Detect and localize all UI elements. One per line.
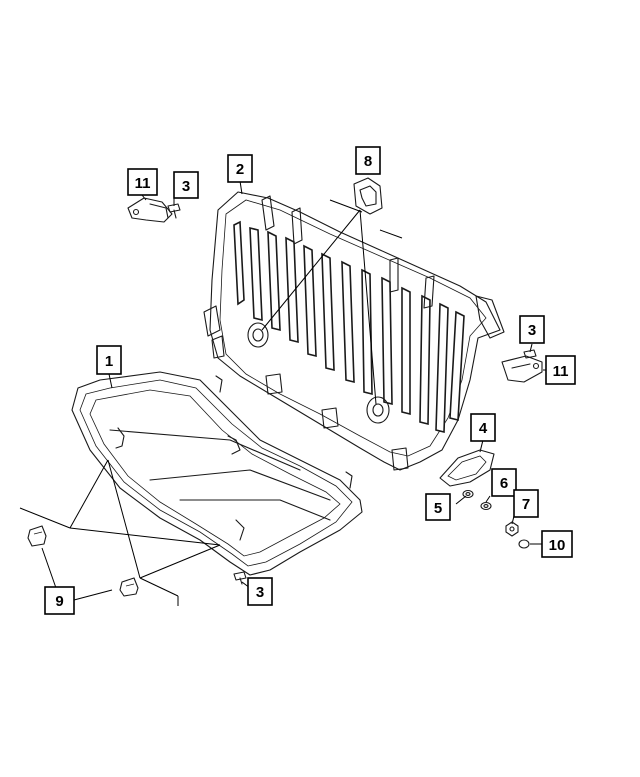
frame-slots xyxy=(233,220,465,434)
callout-label: 3 xyxy=(182,178,190,195)
cap xyxy=(518,539,530,549)
callout-11-top[interactable]: 11 xyxy=(127,168,158,196)
callout-label: 11 xyxy=(135,175,151,192)
screw-top xyxy=(167,203,181,219)
seat-cushion-frame xyxy=(71,371,363,576)
callout-10[interactable]: 10 xyxy=(541,530,573,558)
clip-right xyxy=(119,577,139,597)
callout-label: 3 xyxy=(256,584,264,601)
leader-lines xyxy=(19,180,548,606)
callout-6[interactable]: 6 xyxy=(491,468,517,497)
callout-4[interactable]: 4 xyxy=(470,413,496,442)
callout-label: 11 xyxy=(553,363,569,380)
callout-label: 6 xyxy=(500,475,508,492)
callout-label: 8 xyxy=(364,153,372,170)
nut xyxy=(505,521,519,537)
callout-11-right[interactable]: 11 xyxy=(545,355,576,385)
callout-label: 2 xyxy=(236,161,244,178)
screw-right xyxy=(523,349,537,359)
washer xyxy=(462,489,474,499)
callout-9[interactable]: 9 xyxy=(44,586,75,615)
hinge-bracket-left xyxy=(127,197,173,223)
callout-2[interactable]: 2 xyxy=(227,154,253,183)
mounting-plate xyxy=(439,449,495,487)
callout-7[interactable]: 7 xyxy=(513,489,539,518)
hinge-bracket-right xyxy=(501,355,543,383)
callout-label: 10 xyxy=(549,537,566,554)
callout-3-right[interactable]: 3 xyxy=(519,315,545,344)
callout-label: 3 xyxy=(528,322,536,339)
spacer-washer xyxy=(480,501,492,511)
callout-5[interactable]: 5 xyxy=(425,493,451,521)
clip-left xyxy=(27,525,47,547)
callout-label: 4 xyxy=(479,420,488,437)
seat-back-frame xyxy=(203,191,505,471)
screw-bottom xyxy=(233,571,247,585)
callout-3-bottom[interactable]: 3 xyxy=(247,577,273,606)
callout-label: 9 xyxy=(55,593,63,610)
callout-8[interactable]: 8 xyxy=(355,146,381,175)
callout-3-top[interactable]: 3 xyxy=(173,171,199,199)
callout-label: 7 xyxy=(522,496,530,513)
callout-1[interactable]: 1 xyxy=(96,345,122,375)
callout-label: 1 xyxy=(105,353,113,370)
callout-label: 5 xyxy=(434,500,442,517)
belt-guide xyxy=(353,177,383,215)
